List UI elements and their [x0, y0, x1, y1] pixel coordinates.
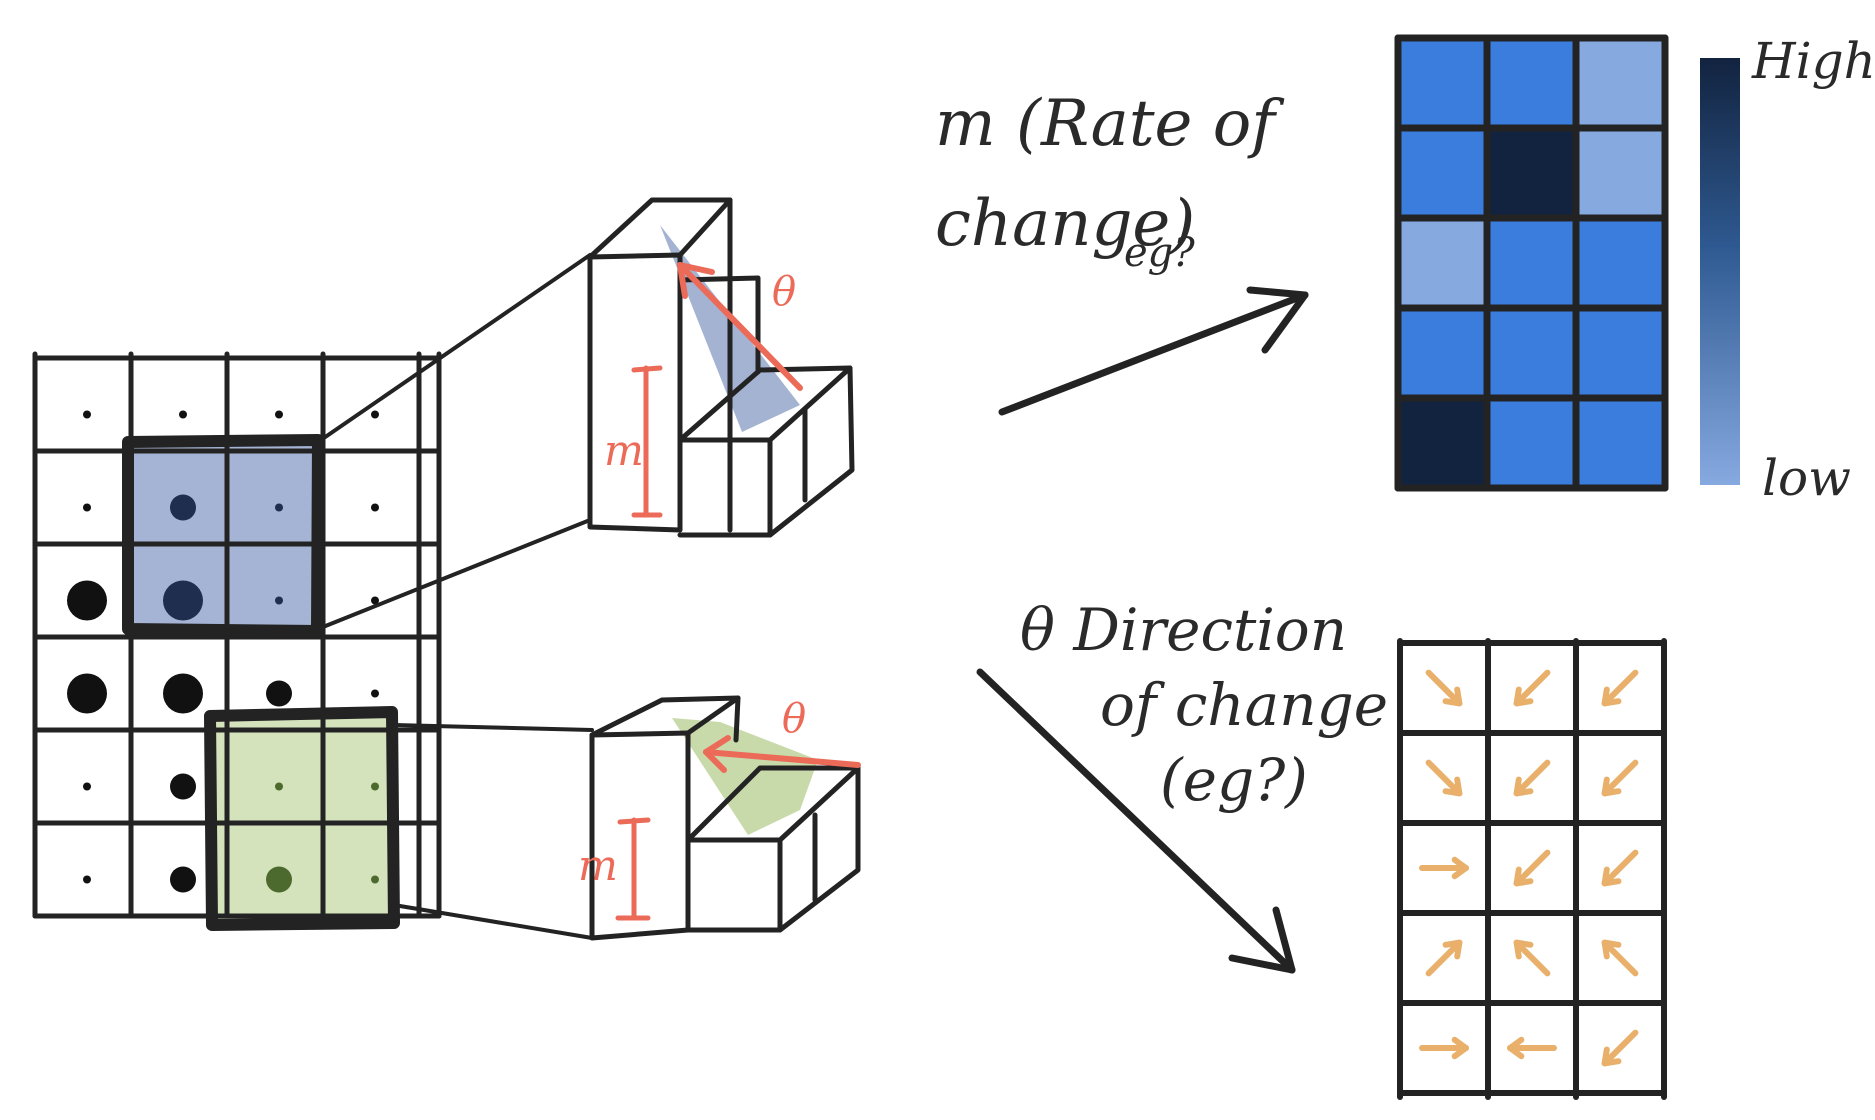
theta-label-bottom: θ — [782, 696, 806, 742]
direction-map — [1397, 638, 1667, 1100]
direction-arrow-up-right — [1425, 939, 1463, 977]
magnitude-cell — [1487, 38, 1576, 128]
gradient-arrow-top — [677, 262, 803, 391]
magnitude-arrow — [998, 286, 1309, 416]
m-label-bottom: m — [578, 841, 618, 890]
pixel-dot — [275, 503, 283, 512]
pixel-dot — [275, 410, 283, 419]
pixel-dot — [67, 673, 107, 714]
green-patch-outline — [204, 706, 400, 931]
projection-lines — [316, 253, 594, 940]
magnitude-cell — [1576, 128, 1665, 218]
pixel-dot — [266, 866, 292, 893]
magnitude-legend: High low — [1700, 32, 1875, 507]
pixel-dot — [83, 875, 91, 884]
direction-arrow-down-left — [1601, 759, 1639, 797]
pixel-dot — [266, 680, 292, 707]
pixel-dot — [170, 773, 196, 800]
theta-label-top: θ — [772, 269, 796, 315]
magnitude-caption-line2: change) — [935, 187, 1195, 261]
direction-arrow-right — [1419, 1036, 1469, 1060]
magnitude-caption-line1: m (Rate of — [935, 87, 1285, 161]
pixel-dot — [83, 782, 91, 791]
magnitude-cell — [1398, 128, 1487, 218]
direction-arrows — [1419, 669, 1639, 1067]
magnitude-cell — [1576, 308, 1665, 398]
direction-arrow-down-left — [1601, 1029, 1639, 1067]
pixel-dot — [275, 782, 283, 791]
magnitude-cell — [1487, 218, 1576, 308]
gradient-block-top: m θ — [587, 197, 855, 538]
magnitude-map — [1394, 34, 1669, 492]
pixel-dot — [371, 782, 379, 791]
magnitude-bar-bottom — [615, 817, 651, 921]
direction-caption-line2: of change — [1100, 671, 1388, 739]
pixel-dot — [275, 596, 283, 605]
magnitude-caption: m (Rate of change) eg? — [935, 87, 1285, 276]
magnitude-cell — [1398, 218, 1487, 308]
magnitude-cell — [1398, 308, 1487, 398]
pixel-dot — [83, 410, 91, 419]
magnitude-caption-eg: eg? — [1124, 230, 1195, 276]
direction-arrow-down-left — [1601, 669, 1639, 707]
direction-arrow-down-right — [1425, 669, 1463, 707]
direction-arrow-down-left — [1513, 849, 1551, 887]
pixel-dot — [371, 503, 379, 512]
pixel-dot — [371, 875, 379, 884]
magnitude-bar-top — [631, 365, 663, 518]
m-label-top: m — [604, 426, 644, 475]
magnitude-cell — [1398, 398, 1487, 488]
direction-arrow-up-left — [1601, 939, 1639, 977]
pixel-dot — [371, 689, 379, 698]
direction-arrow-down-left — [1513, 669, 1551, 707]
direction-arrow-down-left — [1513, 759, 1551, 797]
legend-low-label: low — [1762, 449, 1851, 507]
direction-arrow-down-right — [1425, 759, 1463, 797]
direction-arrow-down-left — [1601, 849, 1639, 887]
magnitude-cell — [1487, 128, 1576, 218]
pixel-dot — [179, 410, 187, 419]
direction-arrow-left — [1507, 1036, 1557, 1060]
direction-caption: θ Direction of change (eg?) — [1020, 596, 1388, 814]
pixel-dot — [170, 866, 196, 893]
pixel-dot — [83, 503, 91, 512]
legend-color-bar — [1700, 58, 1740, 485]
magnitude-cell — [1487, 398, 1576, 488]
input-grid-dots — [67, 410, 379, 893]
blue-patch-outline — [122, 434, 324, 637]
legend-high-label: High — [1751, 32, 1875, 90]
magnitude-cell — [1576, 398, 1665, 488]
pixel-dot — [67, 580, 107, 621]
input-grid — [32, 351, 442, 931]
pixel-dot — [371, 410, 379, 419]
magnitude-cell — [1398, 38, 1487, 128]
direction-arrow-up-left — [1513, 939, 1551, 977]
magnitude-cell — [1487, 308, 1576, 398]
pixel-dot — [163, 580, 203, 621]
pixel-dot — [371, 596, 379, 605]
gradient-block-bottom: m θ — [578, 695, 861, 941]
magnitude-cells — [1398, 38, 1665, 488]
direction-arrow-right — [1419, 856, 1469, 880]
pixel-dot — [170, 494, 196, 521]
direction-arrow — [976, 668, 1296, 974]
magnitude-cell — [1576, 218, 1665, 308]
gradient-arrow-bottom — [703, 735, 861, 773]
pixel-dot — [163, 673, 203, 714]
direction-caption-line1: θ Direction — [1020, 596, 1347, 664]
blue-patch — [128, 442, 314, 629]
magnitude-cell — [1576, 38, 1665, 128]
direction-caption-line3: (eg?) — [1160, 746, 1308, 814]
